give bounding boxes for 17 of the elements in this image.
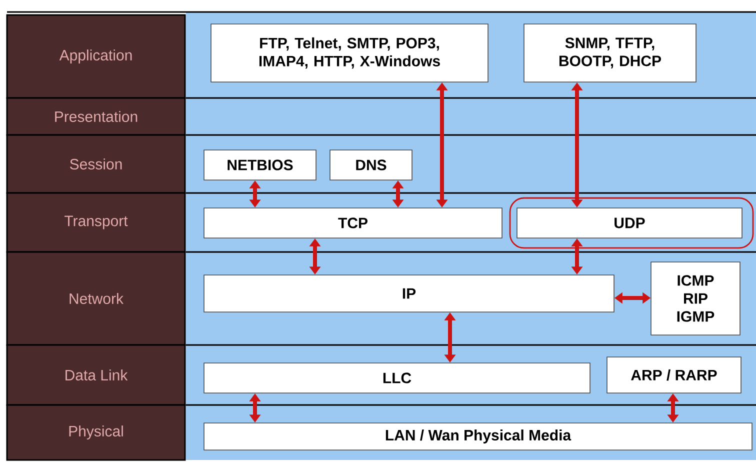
protocol-box: IP: [204, 274, 614, 312]
layer-cell: Transport: [6, 192, 186, 253]
protocol-box: TCP: [204, 208, 502, 238]
layer-cell: Presentation: [6, 97, 186, 136]
protocol-box: FTP, Telnet, SMTP, POP3, IMAP4, HTTP, X-Windows: [210, 24, 488, 82]
layer-cell: Physical: [6, 404, 186, 461]
protocol-box: DNS: [330, 150, 412, 180]
protocol-box: ARP / RARP: [606, 356, 742, 394]
layer-cell: Session: [6, 134, 186, 194]
protocol-box: ICMP RIP IGMP: [650, 262, 740, 336]
protocol-box: LLC: [204, 362, 590, 394]
layer-cell: Network: [6, 251, 186, 346]
layer-cell: Data Link: [6, 344, 186, 406]
protocol-box: LAN / Wan Physical Media: [204, 422, 752, 450]
protocol-box: UDP: [516, 208, 742, 238]
protocol-box: NETBIOS: [204, 150, 316, 180]
protocol-box: SNMP, TFTP, BOOTP, DHCP: [524, 24, 696, 82]
